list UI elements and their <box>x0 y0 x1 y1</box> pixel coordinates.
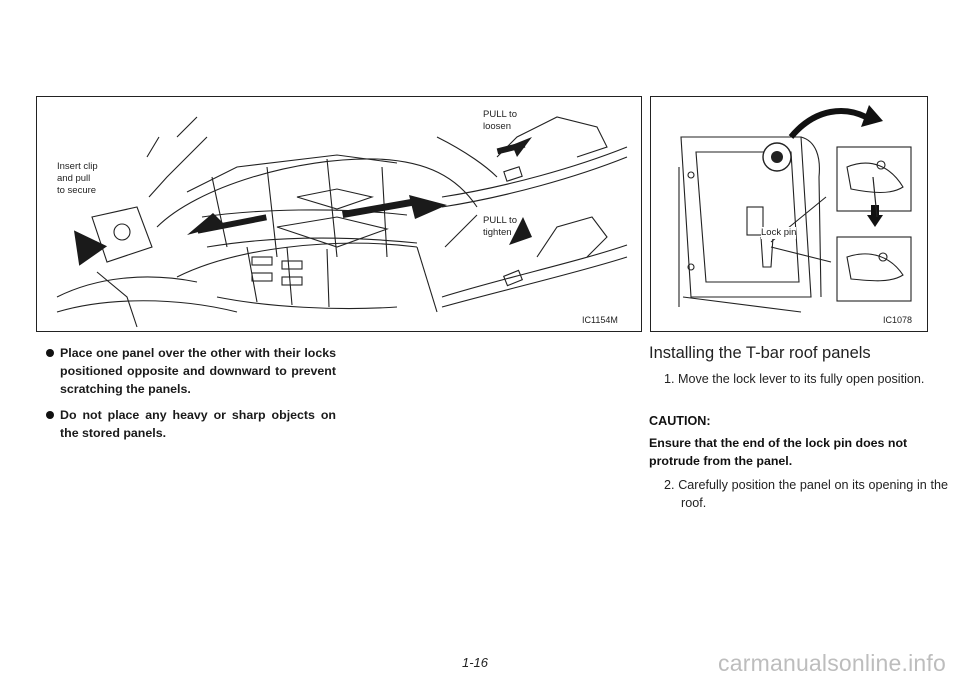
page-number: 1-16 <box>462 655 489 670</box>
section-title: Installing the T-bar roof panels <box>649 344 871 362</box>
insert-clip-label: Insert clip and pull to secure <box>57 161 98 196</box>
steps-list: 2. Carefully position the panel on its o… <box>664 476 948 512</box>
bullet-icon <box>46 411 54 419</box>
storage-illustration: Insert clip and pull to secure PULL to l… <box>36 96 642 332</box>
roof-panel-drawing <box>678 105 912 313</box>
bullet-icon <box>46 349 54 357</box>
pull-tighten-label: PULL to tighten <box>483 215 517 238</box>
bullet-item: Place one panel over the other with thei… <box>46 344 336 398</box>
caution-label: CAUTION: <box>649 414 711 428</box>
lock-pin-illustration: Lock pin IC1078 <box>650 96 928 332</box>
watermark: carmanualsonline.info <box>718 650 946 676</box>
lock-pin-label: Lock pin <box>761 227 797 239</box>
bullet-item: Do not place any heavy or sharp objects … <box>46 406 336 442</box>
step-item: 1. Move the lock lever to its fully open… <box>664 372 925 386</box>
trunk-panels-drawing <box>56 116 628 328</box>
storage-notes: Place one panel over the other with thei… <box>46 344 336 450</box>
figure-code: IC1078 <box>883 315 913 325</box>
pull-loosen-label: PULL to loosen <box>483 109 517 132</box>
step-item: 2. Carefully position the panel on its o… <box>664 478 948 510</box>
caution-text: Ensure that the end of the lock pin does… <box>649 436 908 468</box>
steps-list: 1. Move the lock lever to its fully open… <box>664 370 948 388</box>
figure-code: IC1154M <box>582 315 618 325</box>
